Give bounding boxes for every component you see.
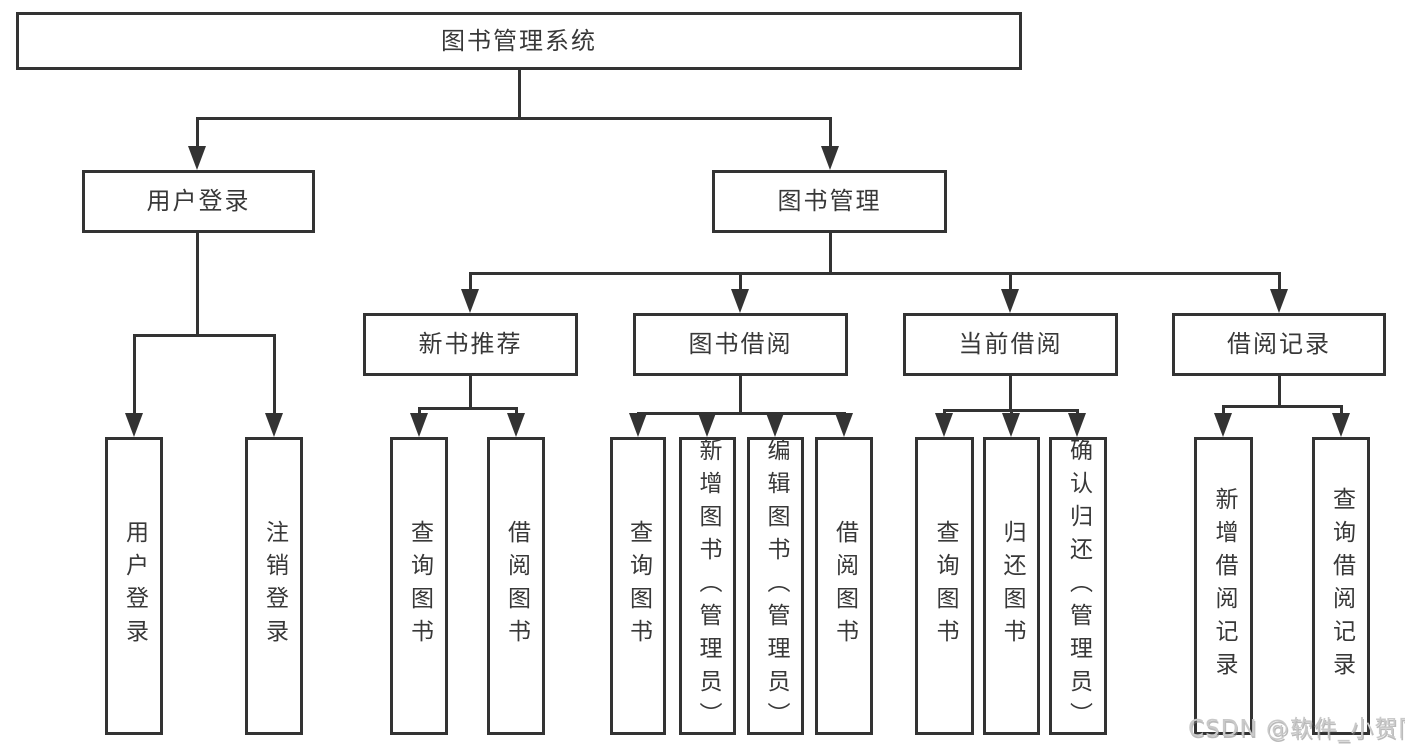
node-bor-query: 查询图书 xyxy=(610,437,666,735)
node-label: 借阅图书 xyxy=(831,520,858,652)
arrowhead-down-icon xyxy=(1270,289,1288,313)
node-recommend: 新书推荐 xyxy=(363,313,578,376)
arrowhead-down-icon xyxy=(410,413,428,437)
arrowhead-down-icon xyxy=(188,146,206,170)
node-label: 新增借阅记录 xyxy=(1211,487,1237,685)
connector-drop xyxy=(417,408,421,417)
node-label: 查询图书 xyxy=(406,520,433,652)
connector-rail xyxy=(1221,404,1343,408)
arrowhead-down-icon xyxy=(629,413,647,437)
node-label: 用户登录 xyxy=(121,520,148,652)
connector-rail xyxy=(468,271,1281,275)
connector-stem xyxy=(1008,376,1012,412)
node-cur-return: 归还图书 xyxy=(983,437,1040,735)
arrowhead-down-icon xyxy=(1214,413,1232,437)
arrowhead-down-icon xyxy=(125,413,143,437)
connector-rail xyxy=(132,333,276,337)
node-label: 当前借阅 xyxy=(958,330,1063,359)
node-label: 归还图书 xyxy=(999,520,1025,652)
node-bor-edit: 编辑图书（管理员） xyxy=(747,437,804,735)
node-label: 图书管理系统 xyxy=(441,26,597,55)
node-user-login: 用户登录 xyxy=(82,170,315,233)
node-records: 借阅记录 xyxy=(1172,313,1386,376)
node-recd-add: 新增借阅记录 xyxy=(1194,437,1253,735)
node-login-user: 用户登录 xyxy=(105,437,163,735)
connector-stem xyxy=(468,376,472,410)
node-label: 新增图书（管理员） xyxy=(695,437,721,735)
node-borrow: 图书借阅 xyxy=(633,313,848,376)
node-label: 注销登录 xyxy=(261,520,288,652)
node-label: 编辑图书（管理员） xyxy=(763,437,789,735)
node-cur-query: 查询图书 xyxy=(915,437,974,735)
connector-stem xyxy=(738,376,742,415)
node-root: 图书管理系统 xyxy=(16,12,1022,70)
node-bor-borrow: 借阅图书 xyxy=(815,437,873,735)
node-rec-query: 查询图书 xyxy=(390,437,448,735)
node-label: 用户登录 xyxy=(146,187,251,216)
arrowhead-down-icon xyxy=(1002,413,1020,437)
arrowhead-down-icon xyxy=(821,146,839,170)
arrowhead-down-icon xyxy=(1001,289,1019,313)
node-label: 查询图书 xyxy=(625,520,652,652)
connector-drop xyxy=(828,118,832,150)
connector-rail xyxy=(195,116,832,120)
connector-drop xyxy=(468,273,472,293)
node-current: 当前借阅 xyxy=(903,313,1118,376)
connector-drop xyxy=(195,118,199,150)
connector-drop xyxy=(1008,273,1012,293)
arrowhead-down-icon xyxy=(731,289,749,313)
node-recd-query: 查询借阅记录 xyxy=(1312,437,1370,735)
arrowhead-down-icon xyxy=(265,413,283,437)
connector-stem xyxy=(517,70,521,120)
connector-drop xyxy=(514,408,518,417)
arrowhead-down-icon xyxy=(461,289,479,313)
arrowhead-down-icon xyxy=(698,413,716,437)
arrowhead-down-icon xyxy=(507,413,525,437)
node-label: 借阅记录 xyxy=(1227,330,1331,359)
node-bor-add: 新增图书（管理员） xyxy=(679,437,736,735)
node-label: 图书管理 xyxy=(777,187,882,216)
arrowhead-down-icon xyxy=(935,413,953,437)
connector-drop xyxy=(1339,406,1343,417)
connector-drop xyxy=(132,335,136,417)
node-rec-borrow: 借阅图书 xyxy=(487,437,545,735)
arrowhead-down-icon xyxy=(835,413,853,437)
node-cur-confirm: 确认归还（管理员） xyxy=(1049,437,1107,735)
node-label: 确认归还（管理员） xyxy=(1065,437,1092,735)
node-book-mgmt: 图书管理 xyxy=(712,170,947,233)
connector-drop xyxy=(272,335,276,417)
arrowhead-down-icon xyxy=(1068,413,1086,437)
arrowhead-down-icon xyxy=(766,413,784,437)
node-label: 查询借阅记录 xyxy=(1328,487,1355,685)
connector-rail xyxy=(636,411,846,415)
node-label: 借阅图书 xyxy=(503,520,530,652)
connector-drop xyxy=(738,273,742,293)
connector-rail xyxy=(417,406,518,410)
connector-stem xyxy=(1277,376,1281,408)
connector-stem xyxy=(828,233,832,275)
connector-drop xyxy=(1221,406,1225,417)
node-label: 查询图书 xyxy=(932,520,958,652)
node-label: 新书推荐 xyxy=(418,330,523,359)
connector-stem xyxy=(195,233,199,337)
arrowhead-down-icon xyxy=(1332,413,1350,437)
watermark: CSDN @软件_小贺同学 xyxy=(1188,716,1405,742)
node-login-logout: 注销登录 xyxy=(245,437,303,735)
node-label: 图书借阅 xyxy=(688,330,793,359)
connector-drop xyxy=(1277,273,1281,293)
